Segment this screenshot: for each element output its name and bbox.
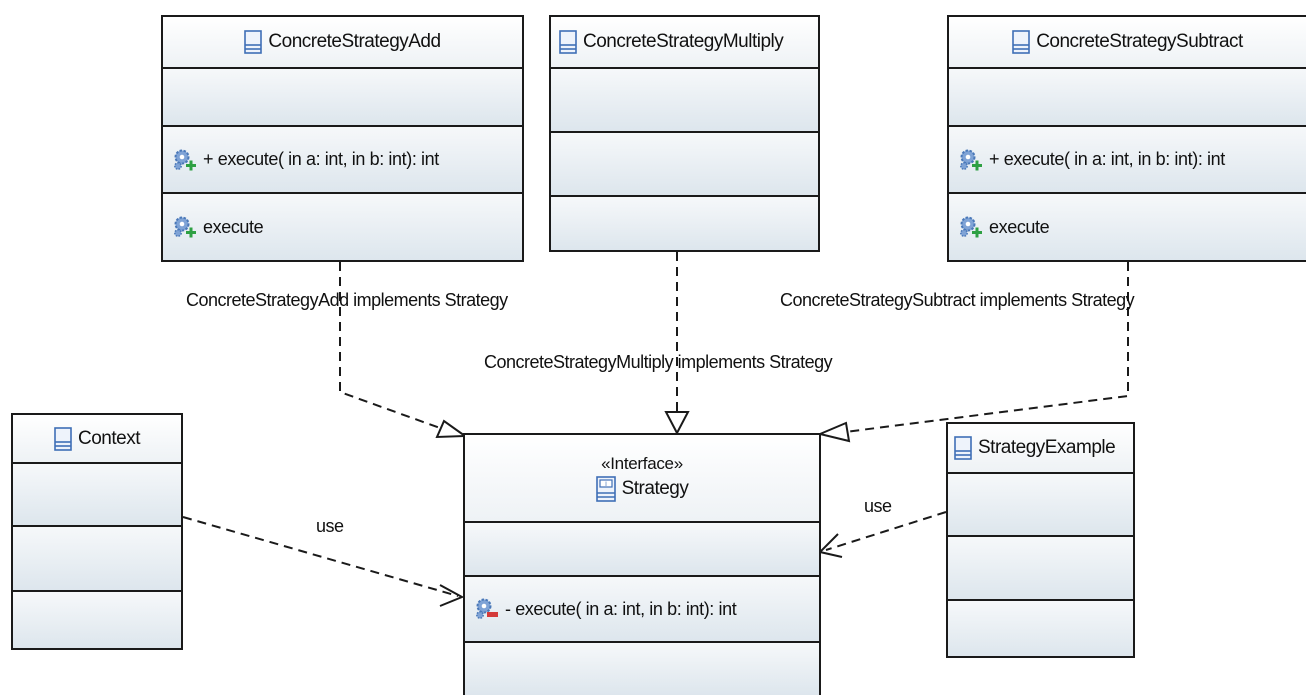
class-name: ConcreteStrategyAdd [268, 31, 441, 52]
svg-text:I: I [605, 481, 607, 488]
subtract-realization-label: ConcreteStrategySubtract implements Stra… [780, 290, 1135, 310]
public-operation-icon [960, 216, 982, 238]
operation-signature[interactable]: + execute( in a: int, in b: int): int [989, 149, 1225, 169]
class-name: StrategyExample [978, 437, 1116, 458]
multiply-realization-arrowhead [664, 411, 690, 436]
example-use-label: use [864, 496, 892, 516]
public-operation-icon [960, 149, 982, 170]
operation-signature[interactable]: + execute( in a: int, in b: int): int [203, 149, 439, 169]
attributes-compartment [551, 67, 818, 131]
methods-compartment [465, 641, 819, 695]
multiply-realization-label: ConcreteStrategyMultiply implements Stra… [484, 352, 833, 372]
class-header: StrategyExample [948, 424, 1133, 472]
operations-compartment [13, 525, 181, 590]
context-use-line[interactable] [182, 516, 459, 597]
attributes-compartment [949, 67, 1306, 125]
interface-header: «Interface» I Strategy [465, 435, 819, 521]
context-use-arrowhead [439, 584, 465, 607]
class-name: ConcreteStrategyMultiply [583, 31, 784, 52]
class-icon [559, 30, 577, 54]
public-operation-icon [174, 216, 196, 238]
class-strategy-example[interactable]: StrategyExample [946, 422, 1135, 658]
methods-compartment: execute [949, 192, 1306, 260]
attributes-compartment [13, 462, 181, 525]
methods-compartment [551, 195, 818, 250]
attributes-compartment [163, 67, 522, 125]
class-icon [1012, 30, 1030, 54]
class-header: ConcreteStrategyMultiply [551, 17, 818, 67]
attributes-compartment [465, 521, 819, 575]
subtract-realization-line[interactable] [844, 262, 1129, 433]
class-context[interactable]: Context [11, 413, 183, 650]
public-operation-icon [174, 149, 196, 170]
class-concrete-strategy-add[interactable]: ConcreteStrategyAdd + execute( in a: int… [161, 15, 524, 262]
operations-compartment: + execute( in a: int, in b: int): int [163, 125, 522, 192]
operations-compartment [551, 131, 818, 195]
private-operation-icon [476, 598, 498, 619]
interface-strategy[interactable]: «Interface» I Strategy - execute( in a: … [463, 433, 821, 695]
stereotype-label: «Interface» [601, 454, 683, 473]
operation-signature[interactable]: - execute( in a: int, in b: int): int [505, 598, 737, 619]
class-icon [244, 30, 263, 54]
methods-compartment [948, 599, 1133, 656]
methods-compartment [13, 590, 181, 648]
interface-icon: I [595, 476, 616, 502]
attributes-compartment [948, 472, 1133, 535]
class-name: ConcreteStrategySubtract [1036, 31, 1243, 52]
operations-compartment: - execute( in a: int, in b: int): int [465, 575, 819, 641]
class-icon [54, 426, 72, 451]
class-header: Context [13, 415, 181, 462]
method-name[interactable]: execute [203, 216, 264, 237]
method-name[interactable]: execute [989, 216, 1050, 237]
subtract-realization-arrowhead [816, 421, 851, 443]
add-realization-arrowhead [435, 419, 468, 439]
class-header: ConcreteStrategySubtract [949, 17, 1306, 67]
class-concrete-strategy-subtract[interactable]: ConcreteStrategySubtract + execute( in a… [947, 15, 1306, 262]
example-use-line[interactable] [825, 511, 947, 551]
context-use-label: use [316, 516, 344, 536]
class-icon [954, 436, 972, 460]
interface-name: Strategy [621, 478, 689, 499]
add-realization-label: ConcreteStrategyAdd implements Strategy [186, 290, 508, 310]
operations-compartment [948, 535, 1133, 599]
add-realization-line[interactable] [339, 262, 441, 429]
methods-compartment: execute [163, 192, 522, 260]
class-concrete-strategy-multiply[interactable]: ConcreteStrategyMultiply [549, 15, 820, 252]
operations-compartment: + execute( in a: int, in b: int): int [949, 125, 1306, 192]
class-header: ConcreteStrategyAdd [163, 17, 522, 67]
class-name: Context [78, 427, 140, 449]
